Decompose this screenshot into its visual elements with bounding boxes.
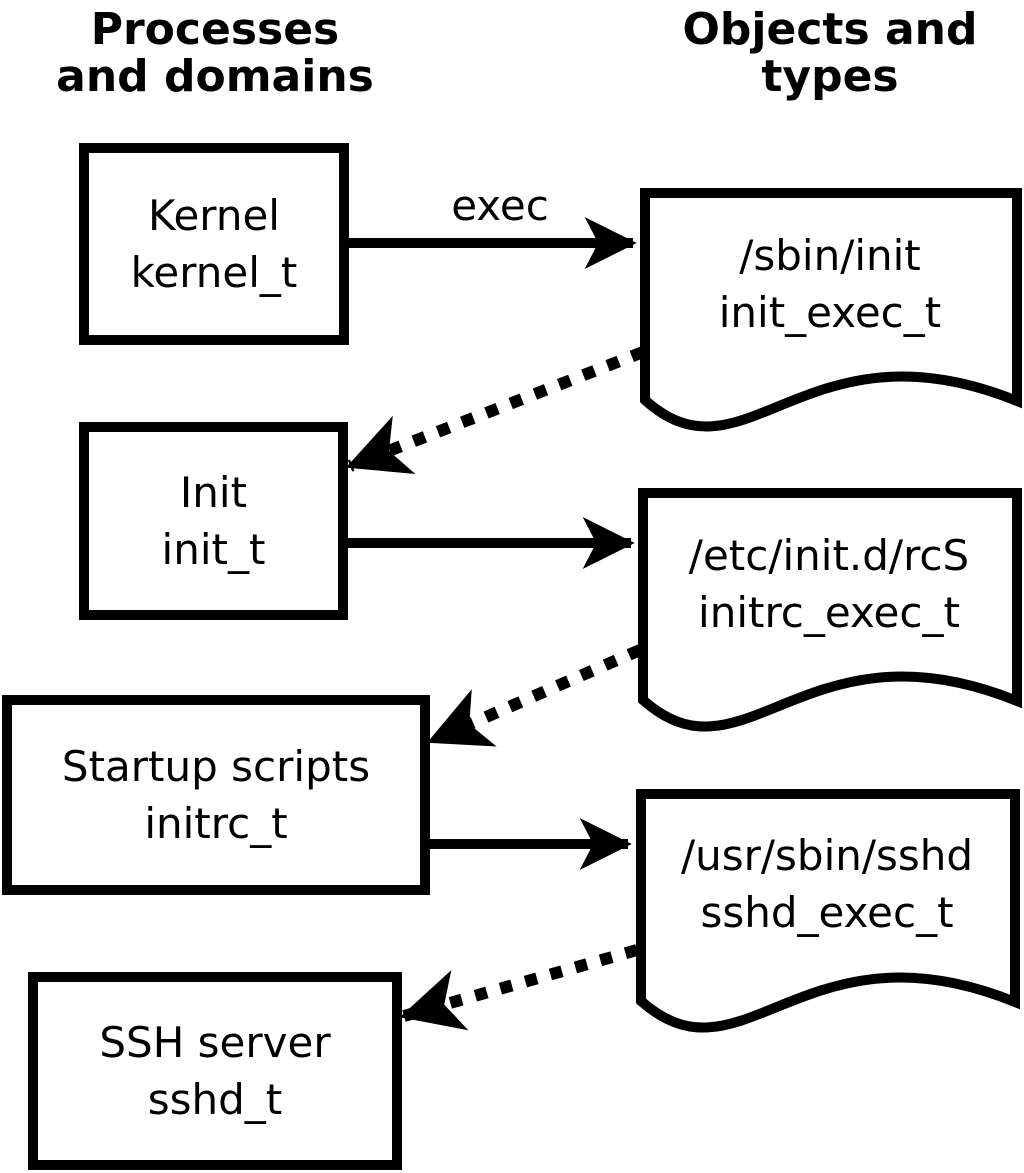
process-domain-type: sshd_t (147, 1075, 283, 1124)
process-name: Kernel (148, 191, 280, 240)
object-path: /sbin/init (739, 230, 921, 280)
object-type: init_exec_t (718, 287, 942, 337)
object-type: initrc_exec_t (698, 587, 960, 637)
object-path: /usr/sbin/sshd (680, 831, 974, 880)
document-shape-usr-sbin-sshd (636, 789, 1020, 1033)
column-header-processes-line1: Processes (90, 4, 340, 55)
transition-arrow-sshd-to-sshd-t (399, 944, 639, 1031)
process-box-kernel: Kernel kernel_t (79, 143, 349, 345)
object-label-sbin-init: /sbin/init init_exec_t (650, 193, 1010, 400)
object-path: /etc/init.d/rcS (688, 530, 970, 580)
process-box-startup-scripts: Startup scripts initrc_t (2, 695, 430, 895)
column-header-objects-line1: Objects and (682, 4, 978, 55)
process-box-init: Init init_t (79, 422, 348, 620)
object-type: sshd_exec_t (700, 888, 954, 937)
object-label-etc-initd-rcs: /etc/init.d/rcS initrc_exec_t (648, 493, 1010, 700)
process-name: Startup scripts (61, 742, 371, 791)
column-header-objects: Objects and types (630, 6, 1024, 100)
process-domain-type: kernel_t (130, 248, 298, 297)
process-name: SSH server (99, 1018, 331, 1067)
transition-arrow-sbin-init-to-init-t (345, 346, 646, 475)
transition-arrow-rcs-to-initrc-t (426, 644, 643, 747)
object-label-usr-sbin-sshd: /usr/sbin/sshd sshd_exec_t (646, 794, 1008, 1000)
process-name: Init (179, 468, 248, 517)
document-shape-etc-initd-rcs (638, 488, 1022, 732)
document-shape-sbin-init (640, 188, 1022, 432)
process-domain-type: initrc_t (144, 799, 288, 848)
column-header-processes: Processes and domains (15, 6, 415, 100)
process-box-ssh-server: SSH server sshd_t (28, 972, 402, 1170)
process-domain-type: init_t (161, 525, 266, 574)
column-header-objects-line2: types (761, 51, 899, 102)
edge-label-exec: exec (451, 181, 549, 230)
column-header-processes-line2: and domains (56, 51, 374, 102)
